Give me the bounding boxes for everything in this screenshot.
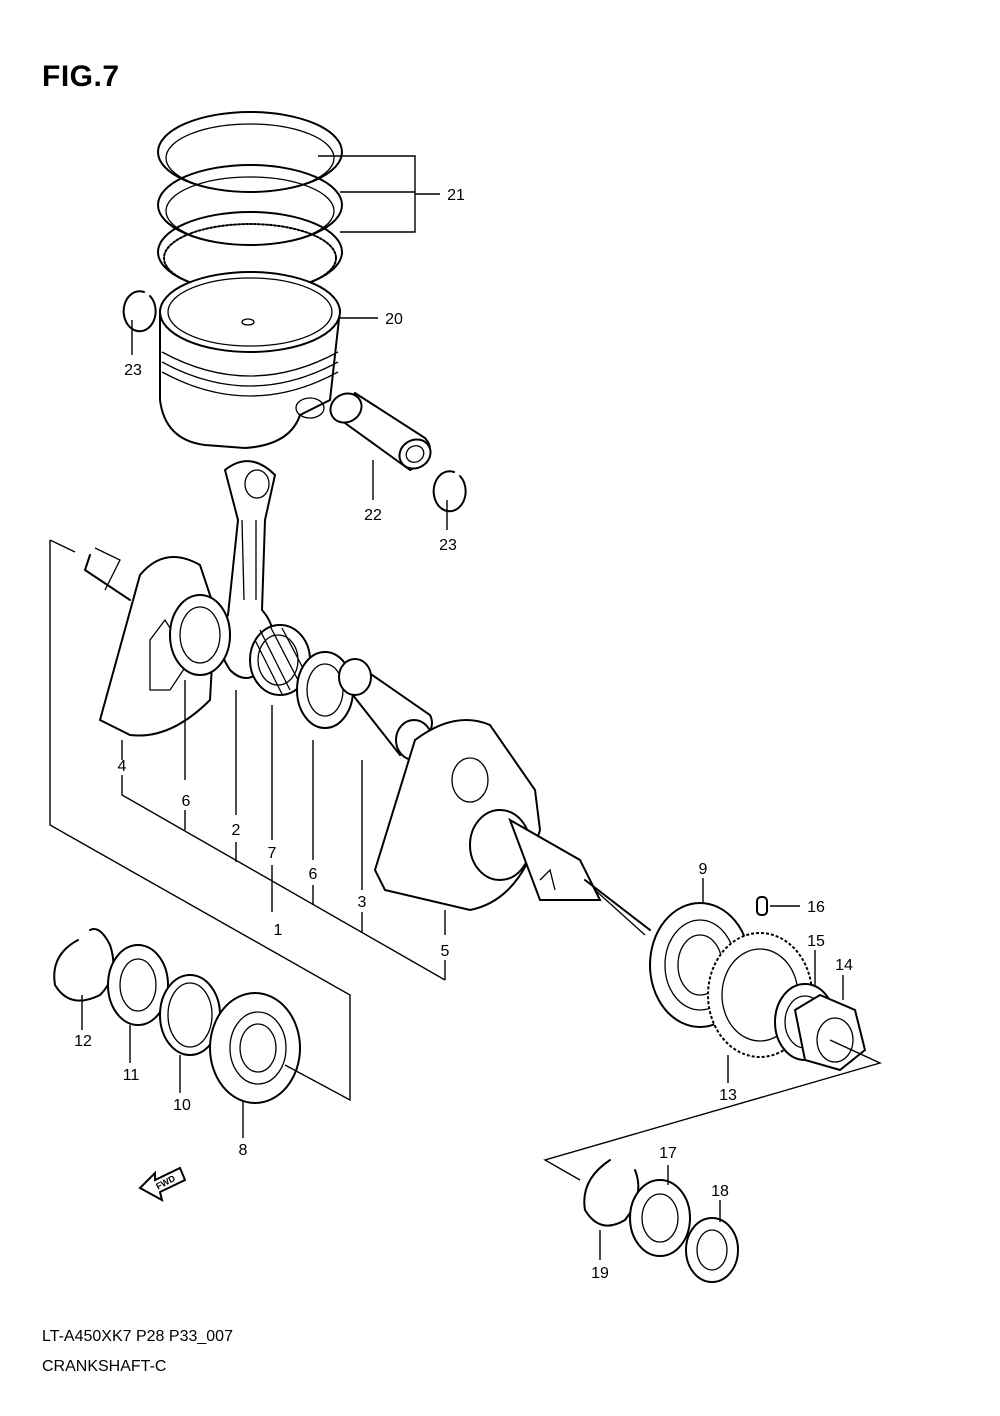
crankshaft-right-half bbox=[373, 719, 651, 936]
callout-labels: 1 2 3 4 5 6 6 7 8 9 10 11 12 13 14 15 16… bbox=[74, 187, 853, 1282]
callout-6-right: 6 bbox=[309, 866, 318, 883]
figure-title: FIG.7 bbox=[42, 60, 120, 93]
callout-15: 15 bbox=[807, 933, 825, 950]
callout-19: 19 bbox=[591, 1265, 609, 1282]
diagram-code: LT-A450XK7 P28 P33_007 bbox=[42, 1328, 233, 1345]
circlip-left bbox=[53, 928, 115, 1002]
bearing-lower bbox=[629, 1179, 691, 1257]
piston-rings bbox=[157, 111, 343, 293]
woodruff-key bbox=[756, 896, 768, 916]
crankshaft-nut bbox=[793, 993, 867, 1072]
crankshaft-left-half bbox=[84, 547, 231, 737]
crankpin-needle-bearing bbox=[249, 624, 311, 697]
callout-23-lower: 23 bbox=[439, 537, 457, 554]
callout-3: 3 bbox=[358, 894, 367, 911]
fwd-arrow-icon: FWD bbox=[138, 1166, 187, 1202]
callout-4: 4 bbox=[118, 758, 127, 775]
callout-17: 17 bbox=[659, 1145, 677, 1162]
oil-seal-left bbox=[107, 944, 169, 1026]
callout-21: 21 bbox=[447, 187, 465, 204]
callout-20: 20 bbox=[385, 311, 403, 328]
diagram-name: CRANKSHAFT-C bbox=[42, 1358, 167, 1375]
callout-5: 5 bbox=[441, 943, 450, 960]
piston-pin bbox=[329, 391, 432, 472]
callout-2: 2 bbox=[232, 822, 241, 839]
callout-22: 22 bbox=[364, 507, 382, 524]
callout-1: 1 bbox=[274, 922, 283, 939]
callout-8: 8 bbox=[239, 1142, 248, 1159]
callout-7: 7 bbox=[268, 845, 277, 862]
piston bbox=[159, 271, 341, 449]
callout-11: 11 bbox=[123, 1067, 140, 1084]
callout-6-left: 6 bbox=[182, 793, 191, 810]
callout-14: 14 bbox=[835, 957, 853, 974]
callout-13: 13 bbox=[719, 1087, 737, 1104]
oil-seal-lower bbox=[685, 1217, 739, 1283]
callout-23-upper: 23 bbox=[124, 362, 142, 379]
piston-pin-circlip-left bbox=[122, 290, 157, 333]
piston-pin-circlip-right bbox=[432, 470, 467, 513]
callout-18: 18 bbox=[711, 1183, 729, 1200]
callout-9: 9 bbox=[699, 861, 708, 878]
callout-16: 16 bbox=[807, 899, 825, 916]
leader-lines bbox=[49, 155, 883, 1260]
callout-10: 10 bbox=[173, 1097, 191, 1114]
crankshaft-bearing-left bbox=[209, 992, 301, 1104]
callout-12: 12 bbox=[74, 1033, 92, 1050]
